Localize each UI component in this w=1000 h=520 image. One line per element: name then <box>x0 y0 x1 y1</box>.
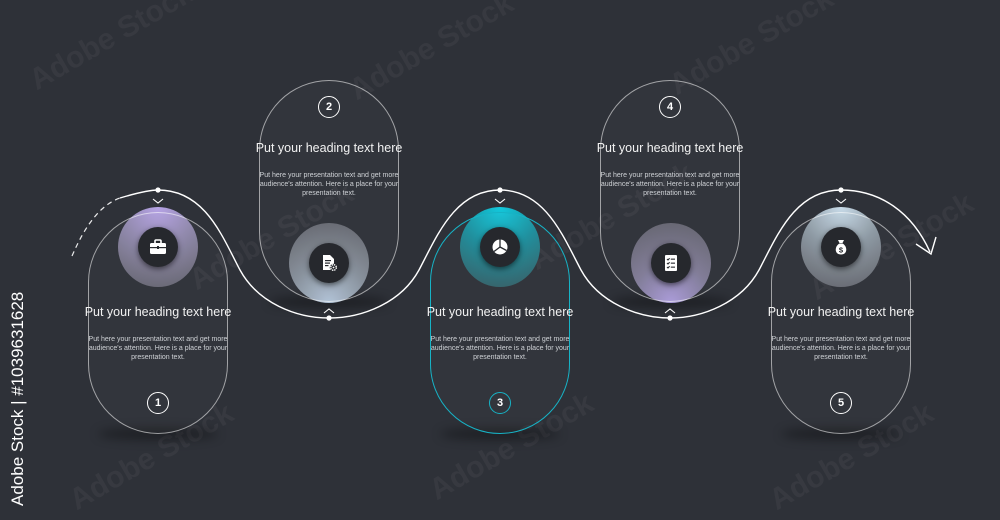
step-5-card <box>771 212 911 434</box>
step-1-number: 1 <box>147 392 169 414</box>
step-2-text: Put here your presentation text and get … <box>259 172 399 197</box>
step-2-card <box>259 80 399 302</box>
card-shadow <box>781 428 901 440</box>
step-2-heading: Put your heading text here <box>255 141 403 155</box>
step-2-number: 2 <box>318 96 340 118</box>
step-2-icon-circle <box>309 243 349 283</box>
step-4-text: Put here your presentation text and get … <box>600 172 740 197</box>
step-1-heading: Put your heading text here <box>84 305 232 319</box>
briefcase-icon <box>150 239 166 254</box>
card-shadow <box>440 428 560 440</box>
step-4-card <box>600 80 740 302</box>
step-4-icon-circle <box>651 243 691 283</box>
step-3-card <box>430 212 570 434</box>
step-5-number: 5 <box>830 392 852 414</box>
pie-chart-icon <box>492 239 508 255</box>
document-gear-icon <box>323 255 338 272</box>
svg-text:$: $ <box>839 245 844 254</box>
step-3-number: 3 <box>489 392 511 414</box>
step-4-number: 4 <box>659 96 681 118</box>
checklist-icon <box>665 255 677 271</box>
step-1-card <box>88 212 228 434</box>
money-bag-icon: $ <box>835 240 847 255</box>
step-5-text: Put here your presentation text and get … <box>771 336 911 361</box>
step-3-text: Put here your presentation text and get … <box>430 336 570 361</box>
watermark-side-text: Adobe Stock | #1039631628 <box>8 291 27 506</box>
step-1-text: Put here your presentation text and get … <box>88 336 228 361</box>
card-shadow <box>98 428 218 440</box>
step-3-icon-circle <box>480 227 520 267</box>
step-3-heading: Put your heading text here <box>426 305 574 319</box>
step-4-heading: Put your heading text here <box>596 141 744 155</box>
step-5-icon-circle: $ <box>821 227 861 267</box>
step-1-icon-circle <box>138 227 178 267</box>
step-5-heading: Put your heading text here <box>767 305 915 319</box>
